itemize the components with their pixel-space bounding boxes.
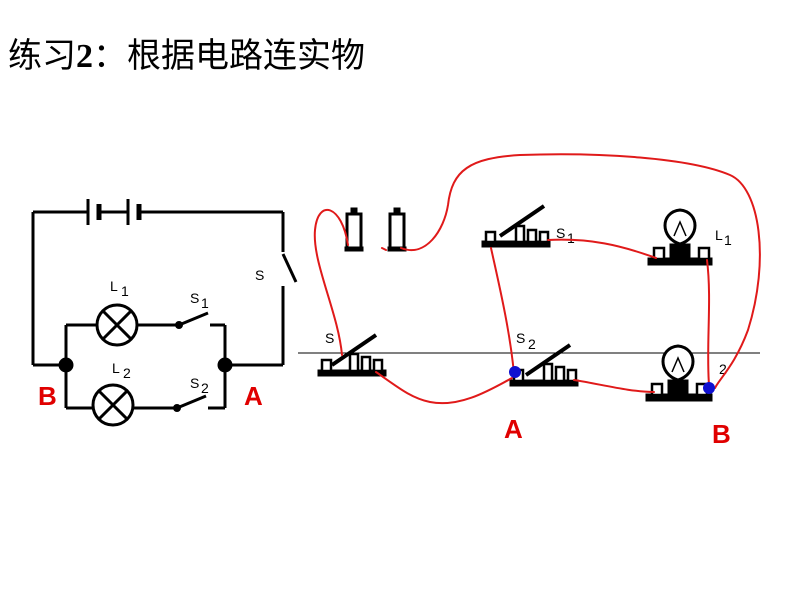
- lamp-l2-cross: [97, 389, 129, 421]
- switch-s1-physical: [481, 204, 551, 248]
- phys-label-l2-sub: 2: [719, 361, 727, 377]
- wire-battery-to-s: [313, 208, 349, 356]
- red-wires: [313, 153, 761, 405]
- phys-label-s1: S: [556, 225, 565, 241]
- battery-cell-2: [387, 207, 407, 252]
- wire-s1-to-l1: [547, 238, 657, 259]
- label-lamp-l1-sub: 1: [121, 283, 129, 299]
- title-prefix: 练习: [8, 36, 76, 76]
- wire-s2-to-l2: [573, 379, 655, 393]
- wire-a-to-s1: [490, 247, 515, 375]
- wire-s-to-a: [375, 371, 513, 405]
- wire-l1-to-b: [706, 259, 711, 386]
- node-label-a: A: [244, 381, 263, 411]
- switch-s1-blade: [178, 311, 209, 327]
- junction-a-dot: [217, 357, 233, 373]
- page-title: 练习2：根据电路连实物: [8, 28, 365, 77]
- switch-s-physical: [317, 333, 387, 377]
- phys-node-label-b: B: [712, 419, 731, 449]
- phys-label-l1-sub: 1: [724, 232, 732, 248]
- physical-components: [317, 204, 713, 402]
- junction-b-dot: [58, 357, 74, 373]
- phys-label-s2: S: [516, 330, 525, 346]
- switch-s2-blade: [176, 394, 207, 410]
- switch-s2-physical: [509, 343, 579, 387]
- label-switch-s2: S: [190, 375, 199, 391]
- switch-s1-contact: [175, 321, 183, 329]
- label-lamp-l1: L: [110, 278, 118, 294]
- label-switch-s2-sub: 2: [201, 380, 209, 396]
- title-suffix: ：根据电路连实物: [93, 36, 365, 76]
- label-switch-s1: S: [190, 290, 199, 306]
- wire-battery-to-l2: [400, 153, 761, 389]
- schematic: [31, 199, 298, 427]
- lamp-l2-physical: [645, 344, 713, 402]
- phys-label-s2-sub: 2: [528, 336, 536, 352]
- lamp-l2-symbol: [91, 383, 135, 427]
- phys-label-s1-sub: 1: [567, 230, 575, 246]
- phys-node-label-a: A: [504, 414, 523, 444]
- phys-label-l1: L: [715, 227, 723, 243]
- lamp-l1-cross: [101, 309, 133, 341]
- lamp-l1-physical: [647, 208, 713, 266]
- node-dot-b: [703, 382, 715, 394]
- switch-s2-contact: [173, 404, 181, 412]
- node-dot-a: [509, 366, 521, 378]
- phys-label-s: S: [325, 330, 334, 346]
- wire-battery-link: [381, 247, 387, 251]
- switch-s-blade: [281, 253, 298, 283]
- title-number: 2: [76, 38, 93, 75]
- label-switch-s: S: [255, 267, 264, 283]
- battery-cell-1: [344, 207, 364, 252]
- label-switch-s1-sub: 1: [201, 295, 209, 311]
- label-lamp-l2-sub: 2: [123, 365, 131, 381]
- node-label-b: B: [38, 381, 57, 411]
- label-lamp-l2: L: [112, 360, 120, 376]
